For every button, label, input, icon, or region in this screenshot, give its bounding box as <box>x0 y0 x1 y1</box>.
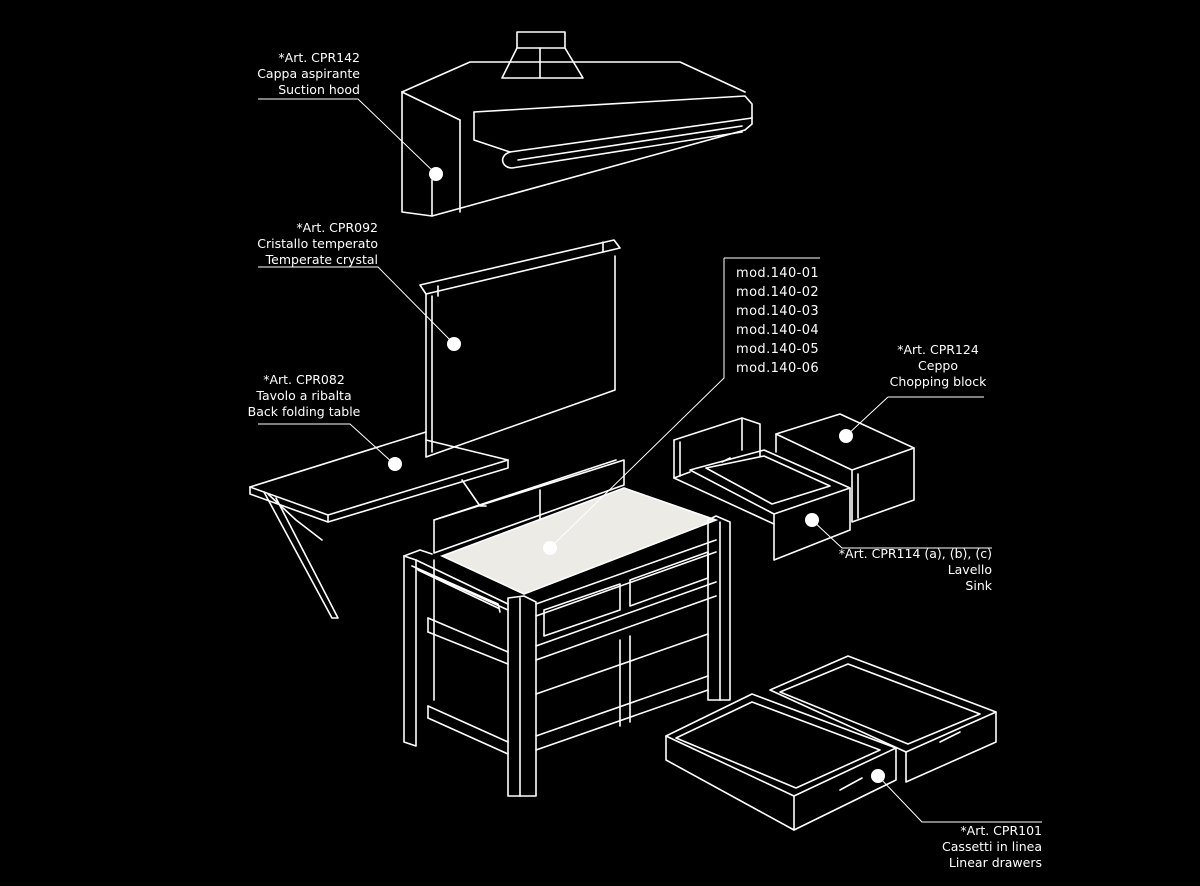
table-label: *Art. CPR082 Tavolo a ribalta Back foldi… <box>240 372 368 420</box>
model-item: mod.140-02 <box>736 285 820 300</box>
drawers-marker <box>871 769 885 783</box>
chopping-block <box>775 413 915 523</box>
callout-dots <box>388 167 885 783</box>
sink-label: *Art. CPR114 (a), (b), (c) Lavello Sink <box>820 546 992 594</box>
linear-drawers <box>665 655 997 831</box>
table-code: *Art. CPR082 <box>263 372 345 387</box>
crystal-label: *Art. CPR092 Cristallo temperato Tempera… <box>200 220 378 268</box>
crystal-marker <box>447 337 461 351</box>
hood-label: *Art. CPR142 Cappa aspirante Suction hoo… <box>200 50 360 98</box>
worktop-surface <box>439 487 719 595</box>
model-item: mod.140-06 <box>736 361 820 376</box>
drawers-name-it: Cassetti in linea <box>942 839 1042 854</box>
table-name-it: Tavolo a ribalta <box>256 388 352 403</box>
suction-hood <box>401 31 753 217</box>
model-item: mod.140-03 <box>736 304 820 319</box>
back-folding-table <box>249 431 509 619</box>
model-list: mod.140-01 mod.140-02 mod.140-03 mod.140… <box>736 264 819 378</box>
drawers-code: *Art. CPR101 <box>960 823 1042 838</box>
sink-marker <box>805 513 819 527</box>
model-item: mod.140-01 <box>736 266 820 281</box>
sink-name-it: Lavello <box>947 562 992 577</box>
drawers-name-en: Linear drawers <box>948 855 1042 870</box>
crystal-name-en: Temperate crystal <box>265 252 378 267</box>
model-item: mod.140-04 <box>736 323 820 338</box>
leader-lines <box>258 98 1042 823</box>
sink-name-en: Sink <box>965 578 992 593</box>
table-marker <box>388 457 402 471</box>
block-code: *Art. CPR124 <box>897 342 979 357</box>
block-name-en: Chopping block <box>889 374 987 389</box>
crystal-name-it: Cristallo temperato <box>257 236 378 251</box>
main-cabinet <box>403 459 731 797</box>
sink-code: *Art. CPR114 (a), (b), (c) <box>838 546 992 561</box>
hood-name-it: Cappa aspirante <box>257 66 360 81</box>
drawers-label: *Art. CPR101 Cassetti in linea Linear dr… <box>910 823 1042 871</box>
hood-code: *Art. CPR142 <box>278 50 360 65</box>
sink <box>673 417 851 561</box>
crystal-code: *Art. CPR092 <box>296 220 378 235</box>
hood-name-en: Suction hood <box>278 82 360 97</box>
block-marker <box>839 429 853 443</box>
worktop-marker <box>543 541 557 555</box>
block-name-it: Ceppo <box>918 358 958 373</box>
model-item: mod.140-05 <box>736 342 820 357</box>
block-label: *Art. CPR124 Ceppo Chopping block <box>880 342 996 390</box>
hood-marker <box>429 167 443 181</box>
table-name-en: Back folding table <box>247 404 361 419</box>
